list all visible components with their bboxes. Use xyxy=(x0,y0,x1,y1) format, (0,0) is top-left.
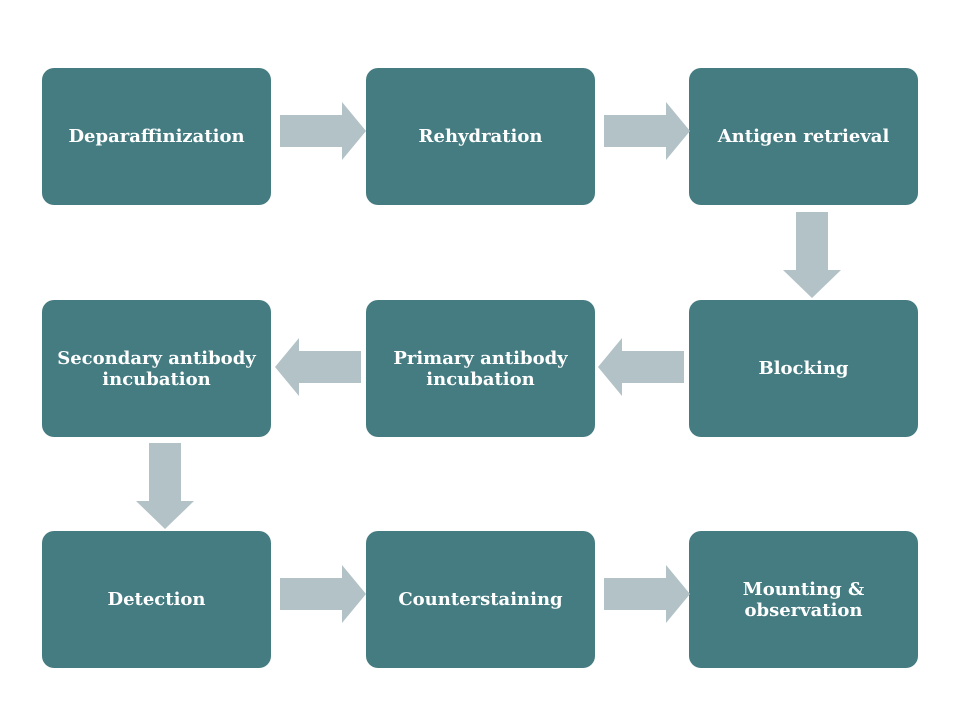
step-detection: Detection xyxy=(42,531,271,668)
step-deparaffinization: Deparaffinization xyxy=(42,68,271,205)
step-label: Blocking xyxy=(758,358,849,379)
step-label: Rehydration xyxy=(418,126,543,147)
step-mounting-observation: Mounting & observation xyxy=(689,531,918,668)
step-label: Detection xyxy=(107,589,206,610)
step-secondary-antibody-incubation: Secondary antibody incubation xyxy=(42,300,271,437)
arrow-left-icon xyxy=(275,338,361,396)
arrow-right-icon xyxy=(604,565,690,623)
step-antigen-retrieval: Antigen retrieval xyxy=(689,68,918,205)
step-counterstaining: Counterstaining xyxy=(366,531,595,668)
arrow-right-icon xyxy=(280,102,366,160)
step-label: Mounting & observation xyxy=(742,578,865,621)
step-blocking: Blocking xyxy=(689,300,918,437)
step-label: Counterstaining xyxy=(398,589,563,610)
step-label: Primary antibody incubation xyxy=(393,347,568,390)
arrow-right-icon xyxy=(604,102,690,160)
step-primary-antibody-incubation: Primary antibody incubation xyxy=(366,300,595,437)
step-label: Antigen retrieval xyxy=(717,126,890,147)
arrow-left-icon xyxy=(598,338,684,396)
arrow-down-icon xyxy=(783,212,841,298)
arrow-right-icon xyxy=(280,565,366,623)
arrow-down-icon xyxy=(136,443,194,529)
step-label: Secondary antibody incubation xyxy=(57,347,256,390)
step-rehydration: Rehydration xyxy=(366,68,595,205)
step-label: Deparaffinization xyxy=(68,126,245,147)
